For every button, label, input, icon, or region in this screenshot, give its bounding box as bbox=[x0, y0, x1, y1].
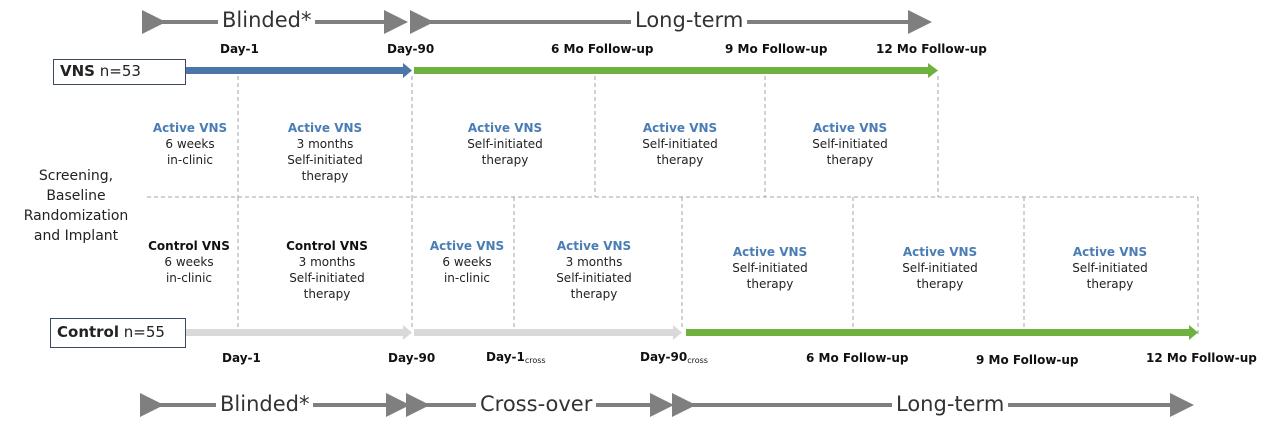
bottom-longterm-label: Long-term bbox=[892, 392, 1009, 416]
vns-longterm-arrowhead bbox=[928, 63, 938, 78]
vns-blinded-arrowhead bbox=[403, 63, 412, 78]
control-milestone-9mo: 9 Mo Follow-up bbox=[976, 353, 1079, 367]
control-group-box: Control n=55 bbox=[50, 318, 186, 348]
vns-blinded-bar bbox=[186, 67, 404, 74]
side-label-line: Baseline bbox=[46, 188, 106, 204]
side-label-line: Screening, bbox=[38, 168, 114, 184]
control-milestone-day1cross: Day-1cross bbox=[486, 350, 546, 365]
top-longterm-label: Long-term bbox=[631, 8, 748, 32]
side-label-line: Randomization bbox=[23, 208, 129, 224]
cell-line: Self-initiated bbox=[812, 137, 888, 151]
control-longterm-arrowhead bbox=[1189, 325, 1198, 340]
cell-head: Control VNS bbox=[286, 239, 368, 253]
control-group-name: Control bbox=[57, 323, 120, 341]
cell-line: therapy bbox=[481, 153, 529, 167]
cell-line: therapy bbox=[1086, 277, 1134, 291]
control-crossover-arrowhead bbox=[673, 325, 682, 340]
bottom-blinded-label: Blinded* bbox=[216, 392, 314, 416]
day90cross-sub: cross bbox=[687, 356, 708, 365]
vns-milestone-6mo: 6 Mo Follow-up bbox=[551, 42, 654, 56]
cell-line: in-clinic bbox=[165, 271, 213, 285]
cell-line: in-clinic bbox=[166, 153, 214, 167]
vns-longterm-bar bbox=[414, 67, 930, 74]
vns-cell-3: Active VNS Self-initiated therapy bbox=[444, 120, 566, 168]
control-cell-2: Control VNS 3 months Self-initiated ther… bbox=[262, 238, 392, 302]
cell-line: therapy bbox=[826, 153, 874, 167]
vns-group-name: VNS bbox=[60, 62, 95, 80]
vns-cell-5: Active VNS Self-initiated therapy bbox=[786, 120, 914, 168]
cell-line: therapy bbox=[916, 277, 964, 291]
control-blinded-arrowhead bbox=[403, 325, 412, 340]
control-cell-3: Active VNS 6 weeks in-clinic bbox=[420, 238, 514, 286]
cell-head: Active VNS bbox=[902, 245, 978, 259]
screening-side-label: Screening, Baseline Randomization and Im… bbox=[14, 166, 138, 246]
cell-line: Self-initiated bbox=[1072, 261, 1148, 275]
bottom-crossover-label: Cross-over bbox=[476, 392, 597, 416]
cell-line: Self-initiated bbox=[642, 137, 718, 151]
side-label-line: and Implant bbox=[33, 228, 119, 244]
cell-head: Active VNS bbox=[287, 121, 363, 135]
day1cross-sub: cross bbox=[524, 356, 546, 365]
cell-line: 3 months bbox=[296, 137, 354, 151]
control-longterm-bar bbox=[686, 329, 1190, 336]
day90cross-main: Day-90 bbox=[640, 350, 688, 364]
cell-line: Self-initiated bbox=[556, 271, 632, 285]
cell-head: Active VNS bbox=[556, 239, 632, 253]
top-blinded-label: Blinded* bbox=[218, 8, 316, 32]
cell-line: therapy bbox=[303, 287, 351, 301]
cell-line: 6 weeks bbox=[165, 137, 215, 151]
cell-line: in-clinic bbox=[443, 271, 491, 285]
cell-line: therapy bbox=[570, 287, 618, 301]
control-group-count: n=55 bbox=[123, 323, 165, 341]
vns-milestone-9mo: 9 Mo Follow-up bbox=[725, 42, 828, 56]
cell-line: therapy bbox=[656, 153, 704, 167]
cell-line: Self-initiated bbox=[287, 153, 363, 167]
vns-milestone-12mo: 12 Mo Follow-up bbox=[876, 42, 987, 56]
cell-line: 3 months bbox=[298, 255, 356, 269]
control-cell-5: Active VNS Self-initiated therapy bbox=[706, 244, 834, 292]
control-milestone-12mo: 12 Mo Follow-up bbox=[1146, 351, 1257, 365]
vns-milestone-day1: Day-1 bbox=[220, 42, 259, 56]
vns-group-count: n=53 bbox=[99, 62, 141, 80]
cell-head: Active VNS bbox=[1072, 245, 1148, 259]
control-milestone-6mo: 6 Mo Follow-up bbox=[806, 351, 909, 365]
cell-line: 6 weeks bbox=[164, 255, 214, 269]
cell-head: Active VNS bbox=[152, 121, 228, 135]
control-cell-4: Active VNS 3 months Self-initiated thera… bbox=[532, 238, 656, 302]
control-cell-7: Active VNS Self-initiated therapy bbox=[1046, 244, 1174, 292]
cell-line: Self-initiated bbox=[732, 261, 808, 275]
vns-milestone-day90: Day-90 bbox=[387, 42, 435, 56]
control-cell-6: Active VNS Self-initiated therapy bbox=[876, 244, 1004, 292]
day1cross-main: Day-1 bbox=[486, 350, 525, 364]
cell-line: 6 weeks bbox=[442, 255, 492, 269]
control-crossover-bar bbox=[414, 329, 674, 336]
vns-cell-4: Active VNS Self-initiated therapy bbox=[616, 120, 744, 168]
cell-head: Control VNS bbox=[148, 239, 230, 253]
cell-head: Active VNS bbox=[642, 121, 718, 135]
cell-head: Active VNS bbox=[467, 121, 543, 135]
cell-line: therapy bbox=[301, 169, 349, 183]
control-milestone-day1: Day-1 bbox=[222, 351, 261, 365]
cell-head: Active VNS bbox=[732, 245, 808, 259]
vns-group-box: VNS n=53 bbox=[53, 59, 186, 85]
cell-line: Self-initiated bbox=[902, 261, 978, 275]
cell-line: Self-initiated bbox=[289, 271, 365, 285]
control-blinded-bar bbox=[186, 329, 404, 336]
vns-cell-2: Active VNS 3 months Self-initiated thera… bbox=[262, 120, 388, 184]
control-milestone-day90: Day-90 bbox=[388, 351, 436, 365]
control-cell-1: Control VNS 6 weeks in-clinic bbox=[140, 238, 238, 286]
cell-line: therapy bbox=[746, 277, 794, 291]
vns-cell-1: Active VNS 6 weeks in-clinic bbox=[142, 120, 238, 168]
cell-line: 3 months bbox=[565, 255, 623, 269]
cell-head: Active VNS bbox=[429, 239, 505, 253]
cell-line: Self-initiated bbox=[467, 137, 543, 151]
cell-head: Active VNS bbox=[812, 121, 888, 135]
control-milestone-day90cross: Day-90cross bbox=[640, 350, 708, 365]
